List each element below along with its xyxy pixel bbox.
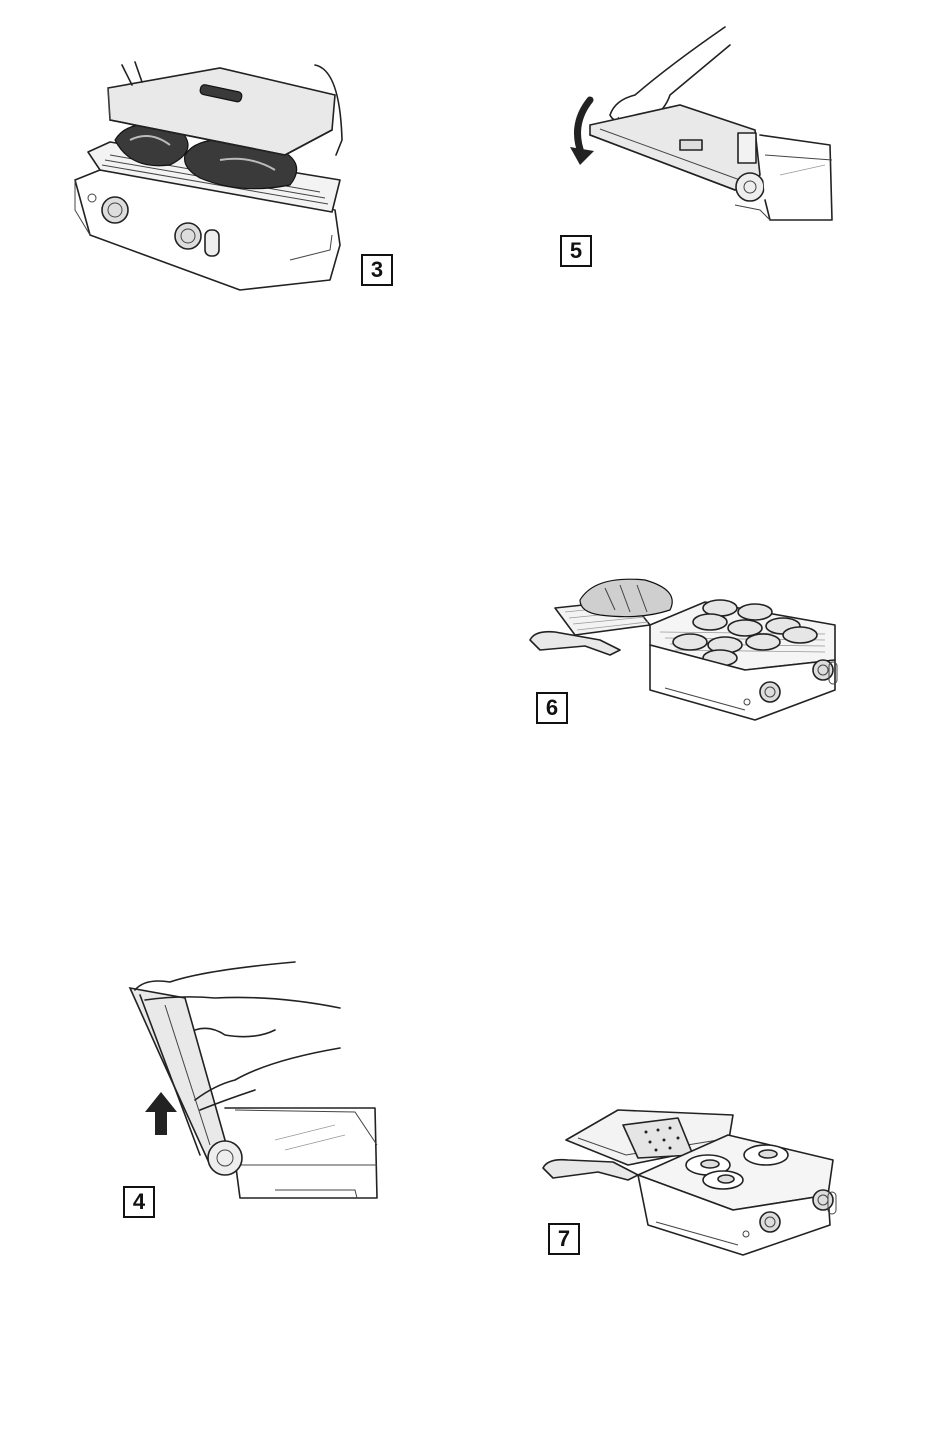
figure-6-number: 6 xyxy=(536,692,568,724)
figure-7 xyxy=(538,1100,843,1260)
open-griddle-with-eggs-icon xyxy=(538,1100,843,1260)
figure-3-number: 3 xyxy=(361,254,393,286)
open-grill-with-burgers-icon xyxy=(525,570,845,725)
figure-5 xyxy=(560,25,835,230)
figure-4-number: 4 xyxy=(123,1186,155,1218)
lowering-grill-lid-icon xyxy=(560,25,835,230)
figure-4 xyxy=(125,960,380,1205)
closed-grill-with-steaks-icon xyxy=(70,60,390,295)
figure-5-number: 5 xyxy=(560,235,592,267)
lifting-grill-lid-icon xyxy=(125,960,380,1205)
figure-6 xyxy=(525,570,845,725)
figure-3 xyxy=(70,60,390,295)
figure-7-number: 7 xyxy=(548,1223,580,1255)
